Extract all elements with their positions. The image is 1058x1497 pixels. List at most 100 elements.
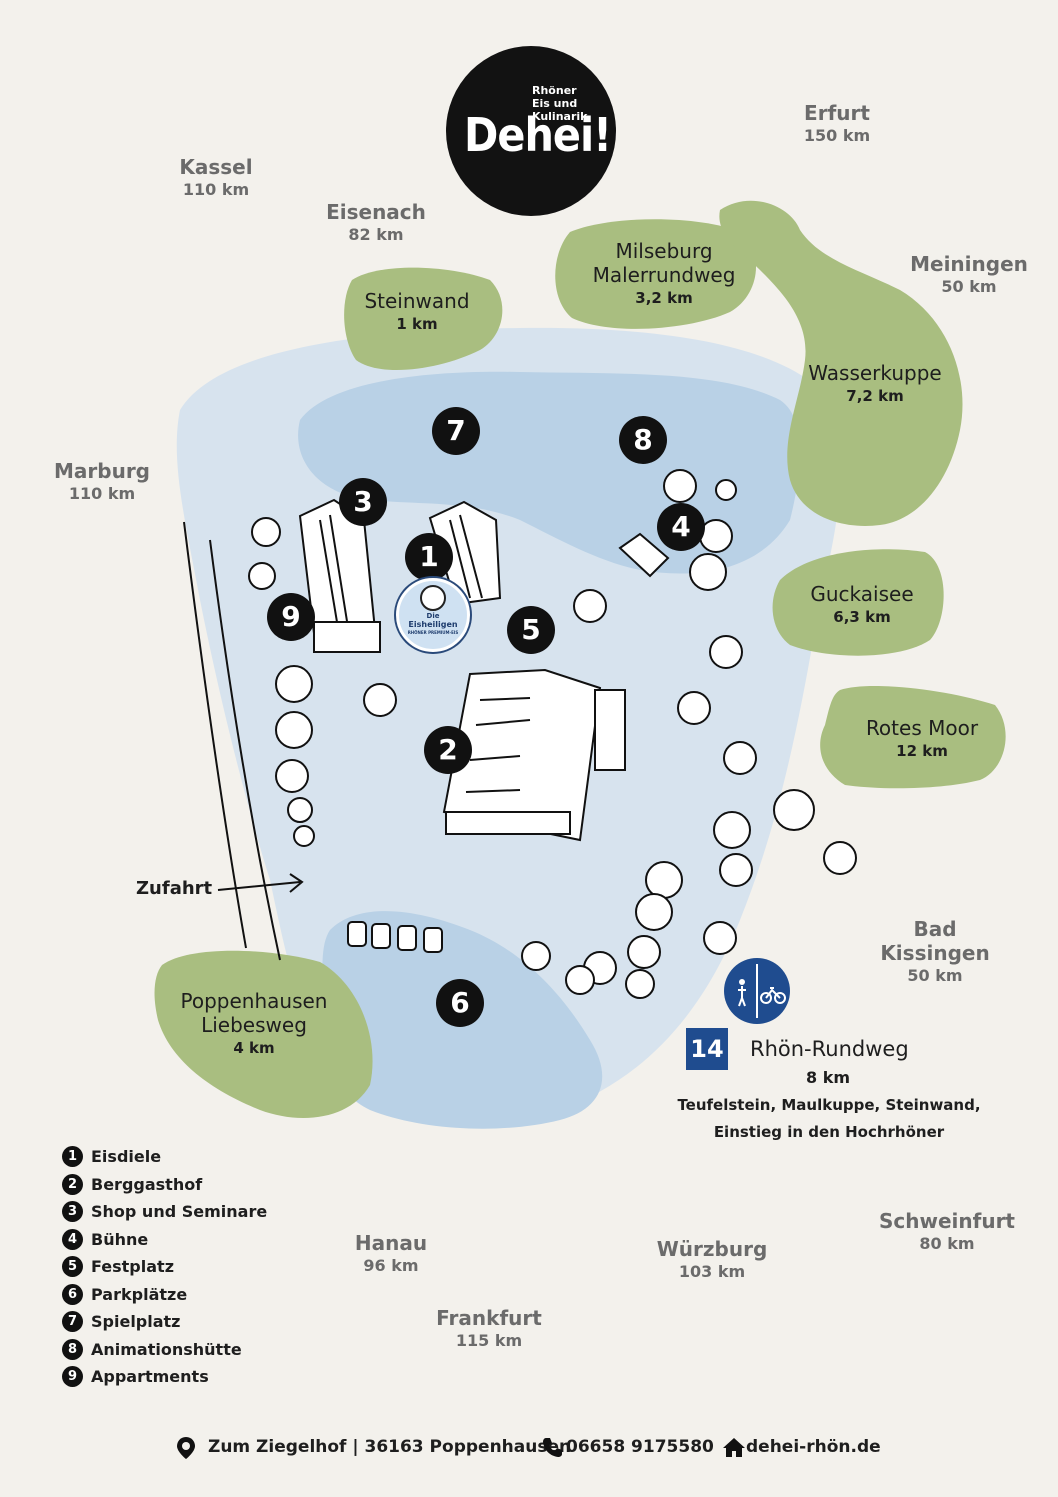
city-distance: 115 km: [455, 1331, 523, 1350]
eisheiligen-seal: Die Eisheiligen RHÖNER PREMIUM-EIS: [396, 578, 470, 652]
area-distance: 4 km: [233, 1039, 275, 1057]
rotes-moor-area: [820, 685, 1006, 789]
legend: 1 Eisdiele 2 Berggasthof 3 Shop und Seminar…: [62, 1143, 267, 1391]
legend-item: 4 Bühne: [62, 1226, 267, 1254]
legend-number: 7: [62, 1311, 83, 1333]
city-name: Erfurt: [804, 101, 870, 125]
marker-3: 3: [339, 478, 387, 526]
marker-1: 1: [405, 533, 453, 581]
legend-label: Appartments: [91, 1367, 209, 1387]
legend-item: 8 Animationshütte: [62, 1336, 267, 1364]
city-erfurt: Erfurt 150 km: [794, 101, 880, 147]
city-hanau: Hanau 96 km: [346, 1231, 436, 1277]
marker-7: 7: [432, 407, 480, 455]
city-distance: 50 km: [941, 277, 997, 296]
area-rotes-moor: Rotes Moor 12 km: [856, 716, 988, 762]
legend-number: 5: [62, 1256, 83, 1278]
milseburg-area: [555, 219, 757, 329]
legend-item: 3 Shop und Seminare: [62, 1198, 267, 1226]
city-wuerzburg: Würzburg 103 km: [652, 1237, 772, 1283]
legend-label: Parkplätze: [91, 1284, 188, 1304]
poppenhausen-area: [154, 950, 373, 1118]
legend-number: 3: [62, 1201, 83, 1223]
legend-item: 6 Parkplätze: [62, 1281, 267, 1309]
city-distance: 82 km: [348, 225, 404, 244]
city-distance: 50 km: [907, 966, 963, 985]
city-name: Hanau: [354, 1231, 428, 1255]
legend-number: 4: [62, 1228, 83, 1250]
legend-number: 8: [62, 1338, 83, 1360]
area-wasserkuppe: Wasserkuppe 7,2 km: [800, 361, 950, 407]
restaurant-building: [442, 668, 626, 842]
route-stops-line1: Teufelstein, Maulkuppe, Steinwand,: [677, 1096, 981, 1114]
legend-label: Eisdiele: [91, 1147, 162, 1167]
city-name: Meiningen: [910, 252, 1028, 276]
logo-tagline-line3: Kulinarik: [532, 110, 588, 123]
footer-address: Zum Ziegelhof | 36163 Poppenhausen: [208, 1437, 572, 1457]
city-eisenach: Eisenach 82 km: [322, 200, 430, 246]
legend-number: 2: [62, 1173, 83, 1195]
legend-label: Shop und Seminare: [91, 1202, 268, 1222]
seal-face-icon: [420, 585, 446, 611]
shop-building: [298, 498, 381, 653]
area-distance: 6,3 km: [833, 608, 891, 626]
area-name: Steinwand: [364, 289, 470, 313]
dehei-logo: Rhöner Eis und Kulinarik Dehei!: [446, 46, 616, 216]
city-distance: 110 km: [182, 180, 250, 199]
city-name: Eisenach: [326, 200, 426, 224]
city-distance: 96 km: [363, 1256, 419, 1275]
footer-phone[interactable]: 06658 9175580: [566, 1437, 714, 1457]
area-name-line2: Liebesweg: [201, 1013, 307, 1037]
city-kassel: Kassel 110 km: [170, 155, 262, 201]
area-name: Wasserkuppe: [808, 361, 942, 385]
seal-line2: Eisheiligen: [408, 620, 458, 629]
legend-item: 9 Appartments: [62, 1363, 267, 1391]
area-milseburg: Milseburg Malerrundweg 3,2 km: [574, 239, 754, 309]
footer-website[interactable]: dehei-rhön.de: [746, 1437, 881, 1457]
legend-label: Spielplatz: [91, 1312, 181, 1332]
legend-number: 9: [62, 1366, 83, 1388]
marker-6: 6: [436, 979, 484, 1027]
legend-number: 6: [62, 1283, 83, 1305]
parked-cars: [347, 921, 443, 953]
city-marburg: Marburg 110 km: [52, 459, 152, 505]
bike-pedestrian-sign: [724, 958, 790, 1024]
city-schweinfurt: Schweinfurt 80 km: [876, 1209, 1018, 1255]
logo-tagline-line1: Rhöner: [532, 84, 577, 97]
home-icon: [723, 1438, 745, 1457]
area-name-line1: Poppenhausen: [180, 989, 328, 1013]
marker-4: 4: [657, 503, 705, 551]
legend-label: Bühne: [91, 1229, 149, 1249]
phone-icon: [543, 1438, 562, 1457]
city-name: Würzburg: [656, 1237, 768, 1261]
legend-number: 1: [62, 1146, 83, 1168]
route-name: Rhön-Rundweg: [750, 1037, 909, 1061]
city-distance: 150 km: [803, 126, 871, 145]
city-name: Kassel: [179, 155, 253, 179]
area-steinwand: Steinwand 1 km: [356, 289, 478, 335]
area-distance: 12 km: [896, 742, 948, 760]
city-name: Schweinfurt: [879, 1209, 1015, 1233]
city-name: Frankfurt: [436, 1306, 542, 1330]
area-name-line1: Milseburg: [615, 239, 713, 263]
seal-line3: RHÖNER PREMIUM-EIS: [407, 630, 459, 635]
legend-item: 2 Berggasthof: [62, 1171, 267, 1199]
steinwand-area: [344, 267, 503, 371]
legend-item: 7 Spielplatz: [62, 1308, 267, 1336]
city-name: Marburg: [54, 459, 150, 483]
route-number-badge: 14: [686, 1028, 728, 1070]
legend-label: Berggasthof: [91, 1174, 203, 1194]
city-distance: 110 km: [68, 484, 136, 503]
stage-building: [618, 532, 670, 578]
city-distance: 103 km: [678, 1262, 746, 1281]
guckaisee-area: [772, 549, 944, 656]
city-meiningen: Meiningen 50 km: [908, 252, 1030, 298]
area-distance: 7,2 km: [846, 387, 904, 405]
pedestrian-bike-icon: [738, 964, 786, 1018]
seal-line1: Die: [426, 612, 440, 620]
area-guckaisee: Guckaisee 6,3 km: [802, 582, 922, 628]
marker-5: 5: [507, 606, 555, 654]
legend-label: Animationshütte: [91, 1339, 242, 1359]
